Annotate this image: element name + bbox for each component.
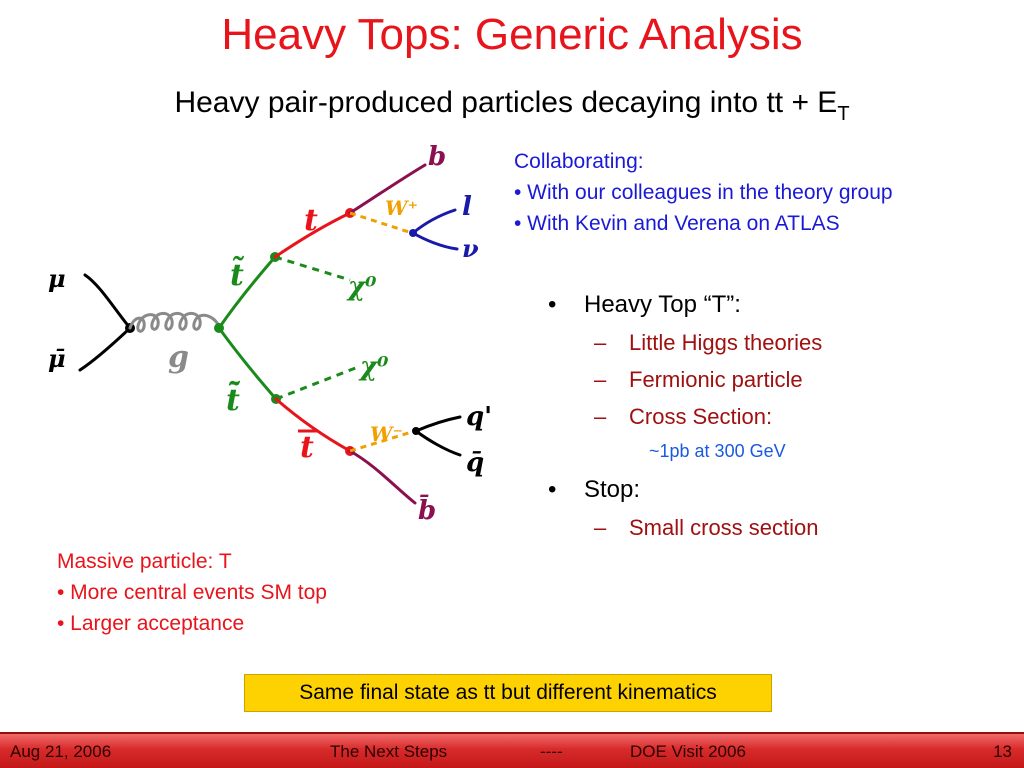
slide-title: Heavy Tops: Generic Analysis <box>221 10 803 59</box>
feynman-diagram: μ μ̄ g t̃ t̃̄ t t χ⁰ χ⁰ W⁺ W⁻ b b̄ l ν q… <box>48 142 492 526</box>
bullet-label: Stop: <box>584 476 641 503</box>
qbar-line <box>414 429 462 457</box>
subbullet-cross-section: – Cross Section: <box>548 402 822 432</box>
collaborating-heading: Collaborating: <box>514 150 644 173</box>
subbullet-little-higgs: – Little Higgs theories <box>548 328 822 358</box>
q-prime-line <box>414 415 462 433</box>
bbar-line <box>348 449 417 505</box>
stop-line <box>217 255 277 330</box>
massive-item: • More central events SM top <box>57 581 327 604</box>
subbullet-small-cross-section: – Small cross section <box>548 513 822 543</box>
antistop-line <box>217 326 278 401</box>
subtitle-subscript: T <box>837 103 850 125</box>
label-b: b <box>428 142 446 172</box>
label-w-minus: W⁻ <box>370 422 403 446</box>
footer-page-number: 13 <box>993 742 1012 761</box>
bullet-label: Heavy Top “T”: <box>584 291 741 318</box>
subbullet-mark: – <box>594 515 607 540</box>
footer-event: DOE Visit 2006 <box>630 742 746 761</box>
massive-particle-block: Massive particle: T • More central event… <box>57 546 327 639</box>
neutralino-top-line <box>274 255 351 282</box>
subbullet-label: Little Higgs theories <box>629 330 823 355</box>
mubar-line <box>78 326 132 372</box>
label-antitop: t <box>300 430 314 465</box>
label-qbar: q̄ <box>466 448 484 478</box>
cross-section-note: ~1pb at 300 GeV <box>649 441 786 461</box>
label-q-prime: q' <box>466 402 492 432</box>
antitop-line <box>274 397 352 453</box>
label-neutralino-top: χ⁰ <box>346 272 377 302</box>
w-minus-line <box>349 429 416 453</box>
label-stop: t̃ <box>230 256 245 293</box>
footer-topic: The Next Steps <box>330 742 448 761</box>
massive-heading: Massive particle: T <box>57 550 232 573</box>
gluon-line <box>128 311 221 333</box>
neutrino-line <box>411 231 459 251</box>
top-line <box>273 211 352 259</box>
label-neutrino: ν <box>462 234 479 263</box>
subbullet-mark: – <box>594 404 607 429</box>
collaborating-block: Collaborating: • With our colleagues in … <box>514 146 893 239</box>
label-bbar: b̄ <box>418 494 436 526</box>
subbullet-label: Small cross section <box>629 515 819 540</box>
callout-box: Same final state as tt but different kin… <box>244 674 772 712</box>
mu-line <box>83 273 132 330</box>
massive-item: • Larger acceptance <box>57 612 245 635</box>
subbullet-mark: – <box>594 330 607 355</box>
subtitle-text: Heavy pair-produced particles decaying i… <box>174 86 838 119</box>
lepton-line <box>411 208 457 235</box>
subbullet-mark: – <box>594 367 607 392</box>
subbullet-label: Fermionic particle <box>629 367 803 392</box>
label-top: t <box>304 203 318 238</box>
bullet-list: • Heavy Top “T”: – Little Higgs theories… <box>548 290 822 550</box>
subbullet-fermionic: – Fermionic particle <box>548 365 822 395</box>
bullet-mark: • <box>548 476 557 503</box>
collaborating-item: • With our colleagues in the theory grou… <box>514 181 893 204</box>
slide-subtitle: Heavy pair-produced particles decaying i… <box>0 86 1024 126</box>
subbullet-label: Cross Section: <box>629 404 773 429</box>
label-neutralino-bottom: χ⁰ <box>358 352 389 382</box>
footer-separator: ---- <box>540 742 563 761</box>
label-lepton: l <box>462 192 472 222</box>
label-mubar: μ̄ <box>48 344 66 373</box>
collaborating-item: • With Kevin and Verena on ATLAS <box>514 212 840 235</box>
label-w-plus: W⁺ <box>385 196 418 220</box>
bullet-stop: • Stop: <box>548 475 822 505</box>
label-antistop: t̃̄ <box>226 381 241 418</box>
label-gluon: g <box>168 340 189 375</box>
label-mu: μ <box>48 264 66 293</box>
footer-bar: Aug 21, 2006 The Next Steps ---- DOE Vis… <box>0 732 1024 768</box>
footer-date: Aug 21, 2006 <box>10 742 112 761</box>
neutralino-bottom-line <box>275 365 359 401</box>
b-line <box>348 163 427 215</box>
bullet-mark: • <box>548 291 557 318</box>
bullet-heavy-top: • Heavy Top “T”: <box>548 290 822 320</box>
